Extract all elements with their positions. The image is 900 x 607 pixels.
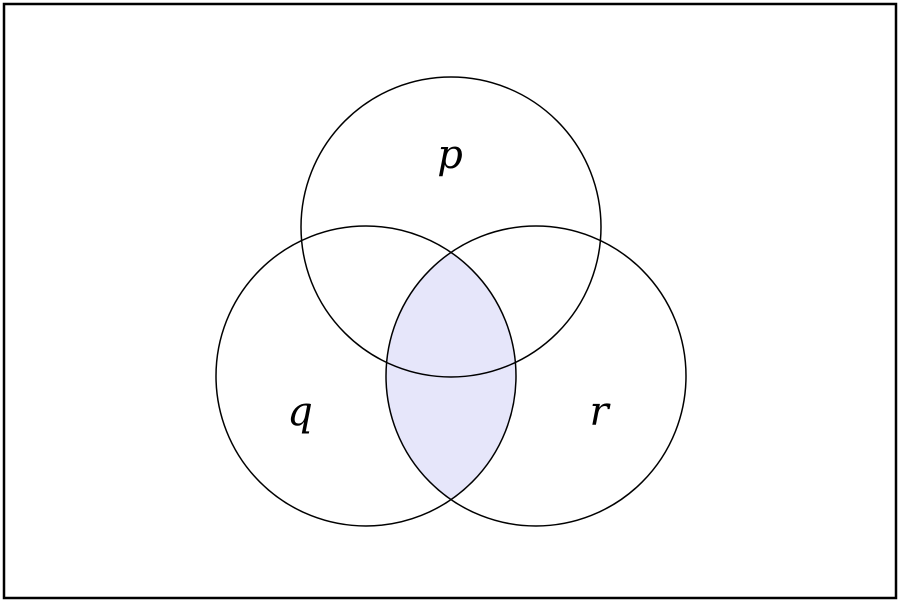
shaded-region-q-intersect-r [386,226,516,526]
set-p-circle [300,76,602,378]
set-q-label: q [287,389,313,435]
set-r-label: r [589,389,611,435]
set-q-circle [215,225,517,527]
set-r-circle [385,225,687,527]
set-p-label: p [437,132,463,178]
